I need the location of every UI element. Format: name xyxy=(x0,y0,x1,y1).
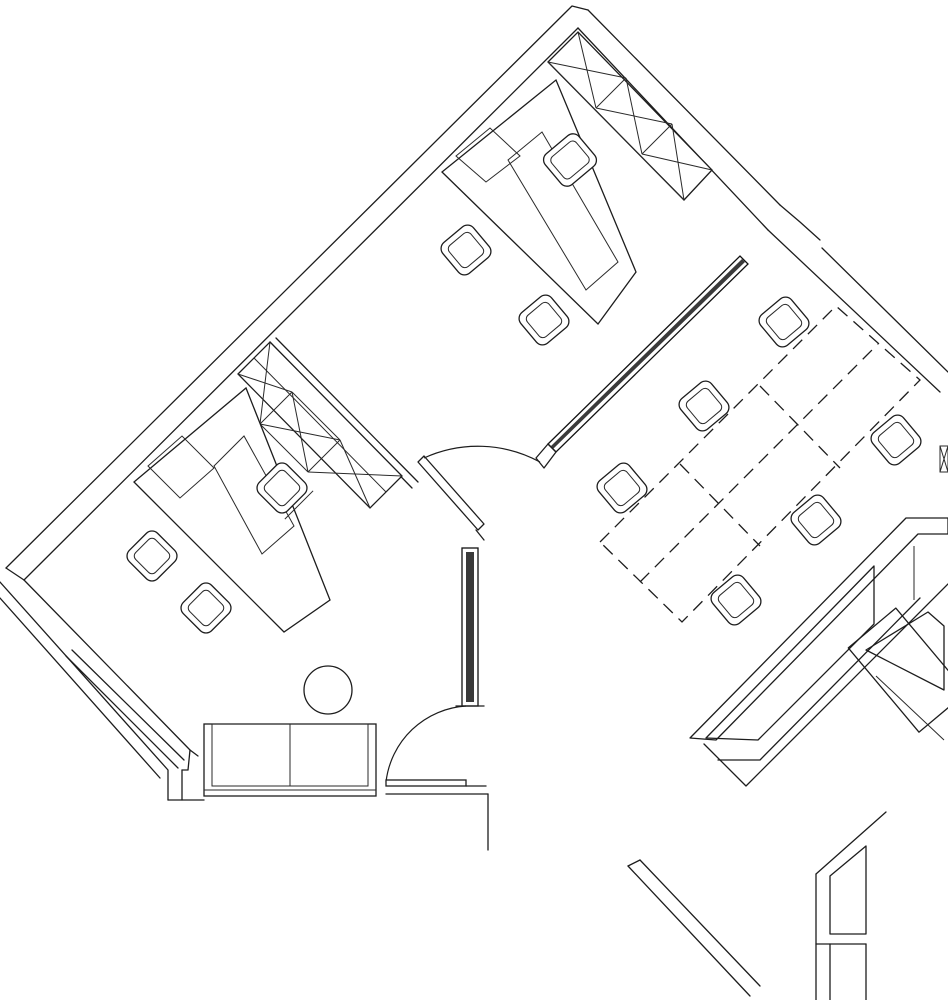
open-workspace-chair-3 xyxy=(596,462,648,514)
open-workspace-chair-4 xyxy=(870,414,922,466)
exterior-wall-southwest xyxy=(0,579,199,801)
office-2-desk xyxy=(441,78,637,325)
office-2 xyxy=(440,31,713,346)
exterior-wall-northeast xyxy=(577,9,948,393)
office-1-storage-cabinets xyxy=(237,341,403,509)
open-workspace-chair-2 xyxy=(678,380,730,432)
open-workspace-desk-cluster xyxy=(599,305,921,623)
office-2-storage-cabinets xyxy=(547,31,713,201)
door-office-1 xyxy=(417,445,541,541)
lounge-sofa xyxy=(203,723,377,797)
lounge xyxy=(203,665,377,797)
door-lounge xyxy=(385,705,487,787)
lower-right-walls xyxy=(627,811,887,1000)
service-core xyxy=(689,445,948,787)
office-1-chair-guest-1 xyxy=(126,530,178,582)
exterior-wall-northwest xyxy=(5,5,589,581)
glass-partition-upper xyxy=(535,255,749,469)
corridor-walls xyxy=(167,793,489,851)
glass-partition-lower xyxy=(455,547,485,707)
office-2-chair-desk xyxy=(542,133,598,187)
office-1-desk xyxy=(133,386,331,633)
office-2-chair-guest-2 xyxy=(518,294,570,346)
open-workspace-chair-1 xyxy=(758,296,810,348)
open-workspace-chair-5 xyxy=(790,494,842,546)
lounge-round-table xyxy=(303,665,353,715)
office-1 xyxy=(126,337,419,634)
office-1-chair-desk xyxy=(256,462,314,520)
office-1-chair-guest-2 xyxy=(180,582,232,634)
open-workspace xyxy=(596,296,922,626)
open-workspace-chair-6 xyxy=(710,574,762,626)
office-2-chair-guest-1 xyxy=(440,224,492,276)
